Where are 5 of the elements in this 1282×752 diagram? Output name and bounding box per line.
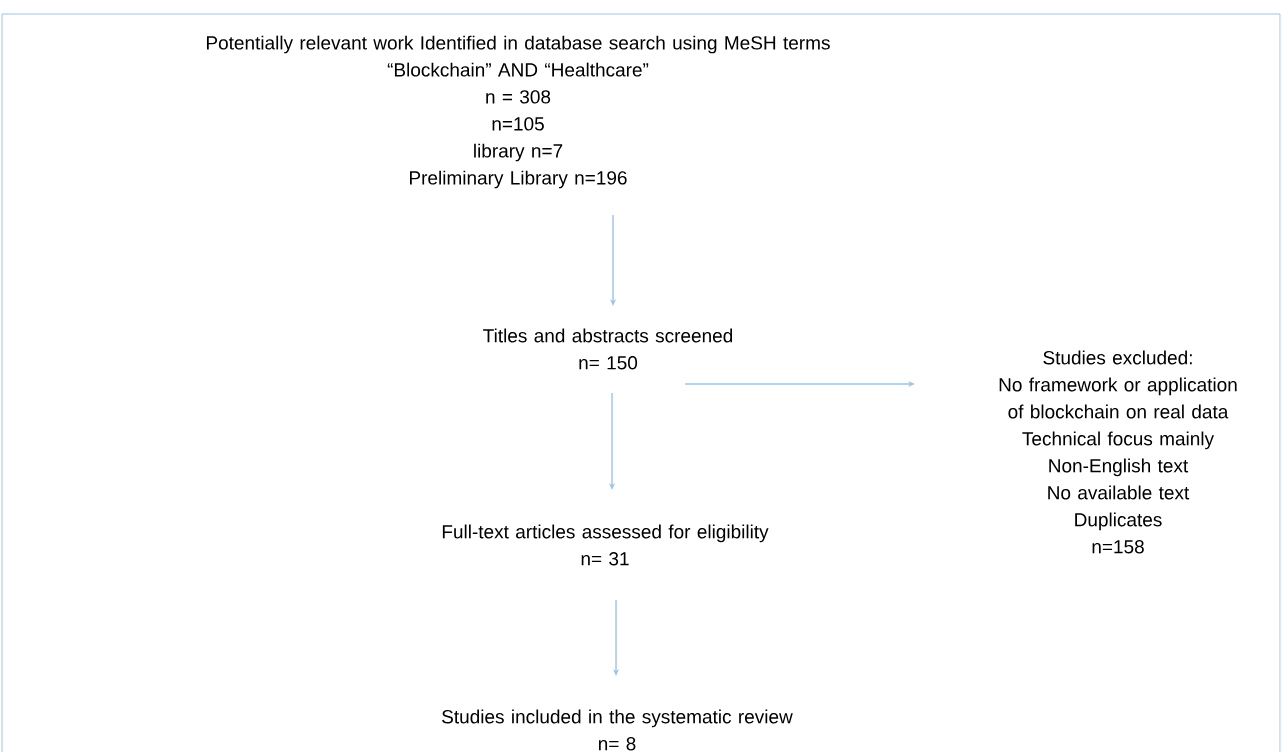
flow-text: Studies excluded: No framework or application of blockchain on real data Technical focus mainly Non-English text No available text Duplicates n=158	[999, 350, 1237, 554]
flow-text: Full-text articles assessed for eligibility n= 31	[442, 524, 769, 566]
flow-text: Potentially relevant work Identified in database search using MeSH terms “Blockchain” AND “Healthcare” n = 308 n=105 library n=7 Preliminary Library n=196	[206, 35, 830, 189]
flow-text: Studies included in the systematic review n= 8	[442, 709, 793, 751]
flow-text: Titles and abstracts screened n= 150	[483, 328, 733, 370]
